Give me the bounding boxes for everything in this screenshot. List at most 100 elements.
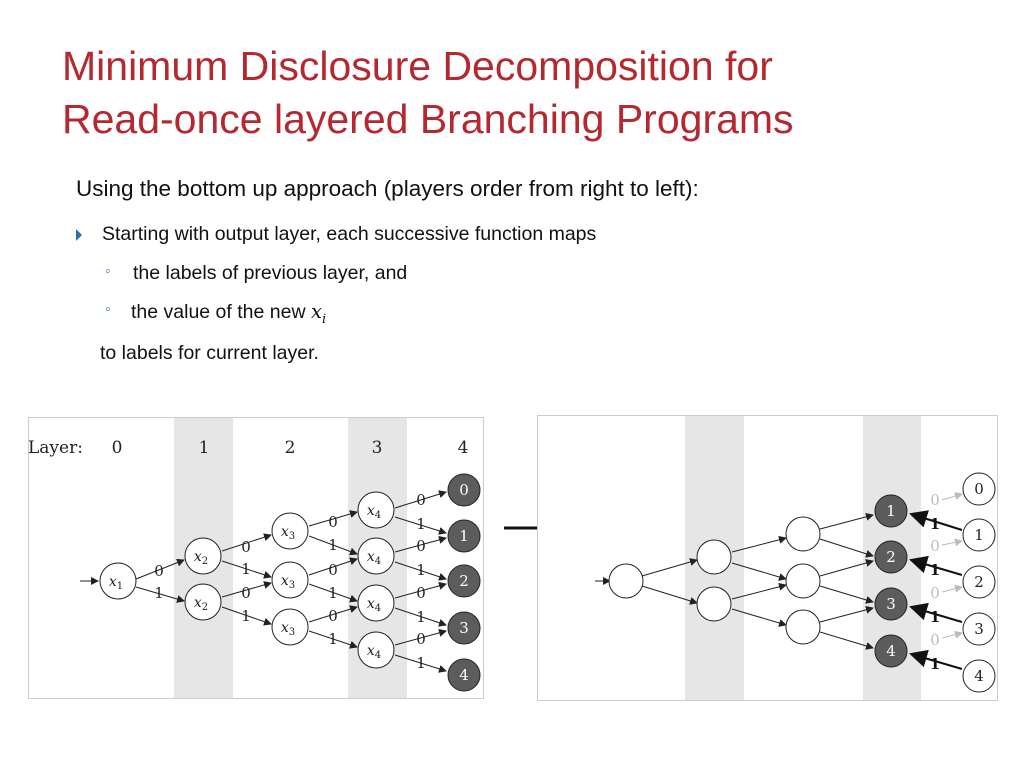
variable-subscript: i [321, 311, 327, 327]
edge-x2b-x3b [221, 581, 272, 598]
edge-label-1: 1 [241, 607, 251, 625]
node-x3-b [271, 561, 309, 599]
edge-label-0: 0 [930, 584, 940, 602]
layer3-label-2: 2 [886, 548, 896, 566]
edge-x1-x2b [135, 586, 185, 603]
edge-label-0: 0 [154, 562, 164, 580]
faded-edge-0 [941, 584, 963, 593]
output-label-4: 4 [974, 667, 984, 685]
slide-title: Minimum Disclosure Decomposition for Rea… [62, 40, 992, 146]
node-x3-b-label: x3 [281, 573, 295, 591]
output-node-1 [447, 519, 481, 553]
var-subscript: 4 [375, 556, 381, 567]
edge-n1a-n2a [731, 535, 787, 553]
node-x4-d [357, 631, 395, 669]
node-x2-a [184, 537, 222, 575]
edge-label-1: 1 [416, 608, 426, 626]
edge-x4c-out3 [394, 607, 447, 627]
output-label-3: 3 [974, 620, 984, 638]
var-subscript: 2 [202, 602, 208, 613]
right-diagram-frame [537, 415, 998, 701]
edge-label-1: 1 [241, 560, 251, 578]
output-node-3 [447, 611, 481, 645]
output-label-0: 0 [974, 480, 984, 498]
edge-label-0: 0 [416, 491, 426, 509]
layer3-label-1: 1 [886, 502, 896, 520]
edge-label-0: 0 [930, 537, 940, 555]
variable-letter: x [310, 300, 322, 323]
layer-label: Layer: [28, 438, 83, 458]
var-subscript: 4 [375, 510, 381, 521]
bold-edge-1 [909, 555, 963, 576]
edge-n2a-out2 [819, 538, 874, 558]
edge-x1-x2a [135, 558, 185, 580]
edge-label-1: 1 [328, 584, 338, 602]
title-line-1: Minimum Disclosure Decomposition for [62, 43, 773, 89]
bold-edge-1 [909, 649, 963, 670]
bullet-text: Starting with output layer, each success… [102, 223, 597, 245]
edge-label-1: 1 [930, 655, 940, 673]
sub-bullet-2-text: the value of the new xi [131, 300, 326, 327]
output-label-1: 1 [459, 527, 469, 545]
node-layer1-b [696, 586, 732, 622]
edge-label-0: 0 [328, 513, 338, 531]
layer3-label-4: 4 [886, 642, 896, 660]
var-subscript: 2 [202, 556, 208, 567]
sub-bullet-2-words: the value of the new [131, 301, 306, 323]
faded-edge-0 [941, 630, 963, 639]
left-diagram-frame [28, 417, 484, 699]
node-x4-b-label: x4 [367, 549, 381, 567]
node-x3-c-label: x3 [281, 620, 295, 638]
circle-bullet-icon: ◦ [105, 263, 111, 280]
edge-label-0: 0 [930, 491, 940, 509]
var-letter: x [367, 549, 375, 565]
var-subscript: 4 [375, 603, 381, 614]
edge-x4a-out0 [394, 490, 447, 509]
var-letter: x [109, 574, 117, 590]
edge-n0-n1b [641, 585, 698, 605]
edge-x4b-out1 [394, 535, 447, 553]
node-x4-a-label: x4 [367, 503, 381, 521]
layer-number-2: 2 [285, 438, 296, 458]
output-node-4 [962, 659, 996, 693]
edge-label-0: 0 [416, 537, 426, 555]
output-node-4 [447, 658, 481, 692]
edge-x4b-out2 [394, 561, 447, 581]
output-label-4: 4 [459, 666, 469, 684]
var-subscript: 3 [289, 580, 295, 591]
node-x2-a-label: x2 [194, 549, 208, 567]
node-layer1-a [696, 539, 732, 575]
node-x1 [99, 562, 137, 600]
output-node-2 [962, 565, 996, 599]
node-x4-b [357, 537, 395, 575]
edge-x4a-out1 [394, 516, 447, 535]
output-node-3 [962, 612, 996, 646]
variable-x-i: xi [310, 300, 326, 327]
edge-label-1: 1 [930, 515, 940, 533]
edge-n0-n1a [641, 558, 698, 577]
edge-n2b-out2 [819, 559, 874, 577]
var-subscript: 3 [289, 627, 295, 638]
edge-label-1: 1 [154, 584, 164, 602]
circle-bullet-icon: ◦ [105, 301, 111, 318]
layer3-node-3 [874, 587, 908, 621]
layer-number-0: 0 [112, 438, 123, 458]
node-x2-b-label: x2 [194, 595, 208, 613]
node-x3-a-label: x3 [281, 524, 295, 542]
edge-n1b-n2c [731, 608, 787, 627]
edge-label-1: 1 [328, 536, 338, 554]
node-x1-label: x1 [109, 574, 123, 592]
layer3-node-1 [874, 494, 908, 528]
title-line-2: Read-once layered Branching Programs [62, 96, 794, 142]
edge-label-1: 1 [930, 608, 940, 626]
edge-x2a-x3a [221, 533, 272, 552]
edge-n1b-n2b [731, 582, 787, 600]
layer-number-1: 1 [199, 438, 210, 458]
edge-x2b-x3c [221, 606, 272, 626]
bold-edge-1 [909, 602, 963, 623]
var-subscript: 4 [375, 650, 381, 661]
edge-label-0: 0 [241, 538, 251, 556]
output-label-1: 1 [974, 526, 984, 544]
var-letter: x [194, 595, 202, 611]
layer-number-3: 3 [372, 438, 383, 458]
